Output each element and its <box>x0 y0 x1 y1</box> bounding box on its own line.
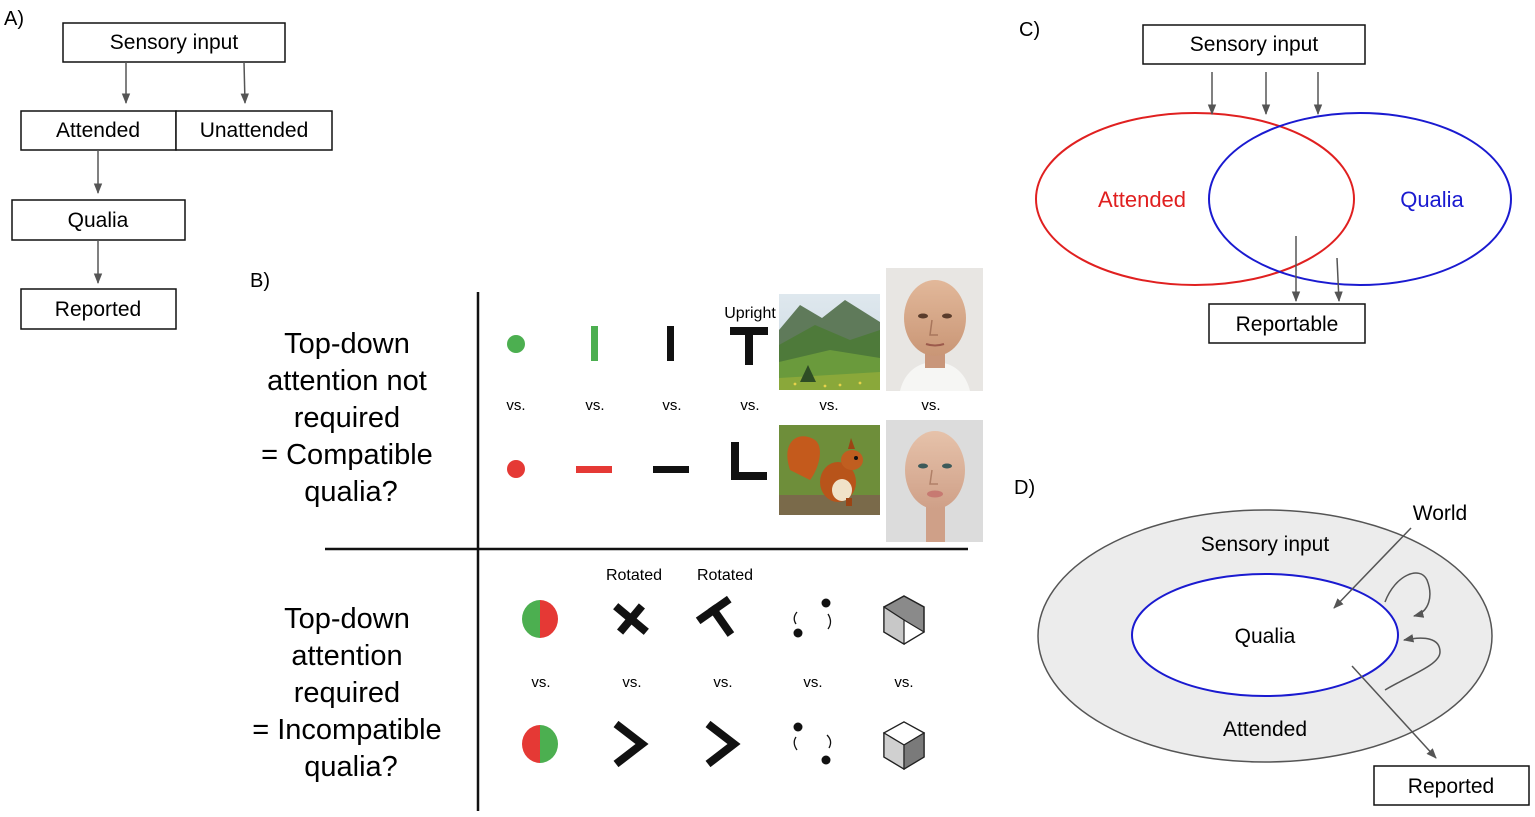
panel-c-label: C) <box>1019 19 1040 41</box>
letter-t <box>730 327 768 365</box>
b-incompatible-question: Top-down attention required = Incompatib… <box>252 603 449 783</box>
c-sensory-input-box <box>1142 24 1366 65</box>
a-attended-text: Attended <box>56 119 140 142</box>
red-horizontal-bar <box>576 466 612 473</box>
c-arrow-qualia-reportable <box>1334 257 1343 303</box>
c-reportable-box <box>1208 303 1366 344</box>
apparent-motion-dots <box>793 598 832 638</box>
d-qualia-ellipse <box>1131 573 1399 697</box>
split-disc-red-green <box>522 725 558 763</box>
letter-l <box>731 442 767 480</box>
a-unattended-box <box>175 110 333 151</box>
necker-cube-view-2 <box>882 721 926 771</box>
black-vertical-bar <box>667 326 674 361</box>
d-reported-text: Reported <box>1408 775 1494 798</box>
female-face-photo <box>886 420 983 542</box>
c-qualia-ellipse <box>1208 112 1512 286</box>
a-attended-box <box>20 110 177 151</box>
a-qualia-box <box>11 199 186 241</box>
b-compatible-question: Top-down attention not required = Compat… <box>261 328 441 508</box>
necker-cube-view-1 <box>882 595 926 646</box>
vs-label: vs. <box>506 397 525 414</box>
d-loop-arrow-lower <box>1384 634 1441 691</box>
a-sensory-input-box <box>62 22 286 63</box>
c-attended-ellipse <box>1035 112 1355 286</box>
green-vertical-bar <box>591 326 598 361</box>
rotated-label: Rotated <box>697 567 753 584</box>
panel-c: C) Sensory input Attended Qualia Reporta… <box>1019 19 1512 344</box>
vs-label: vs. <box>819 397 838 414</box>
a-qualia-text: Qualia <box>68 209 129 232</box>
rotated-label: Rotated <box>606 567 662 584</box>
panel-b: B) Top-down attention not required = Com… <box>250 268 983 811</box>
panel-d-label: D) <box>1014 477 1035 499</box>
chevron <box>613 720 649 768</box>
panel-a: A) Sensory input Attended Unattended Qua… <box>4 8 333 330</box>
vs-label: vs. <box>622 674 641 691</box>
d-reported-box <box>1373 765 1530 806</box>
vs-label: vs. <box>713 674 732 691</box>
c-reportable-text: Reportable <box>1236 313 1339 336</box>
apparent-motion-dots <box>793 722 832 765</box>
vs-label: vs. <box>585 397 604 414</box>
chevron <box>705 720 741 768</box>
green-dot <box>507 335 525 353</box>
vs-label: vs. <box>740 397 759 414</box>
a-arrow-input-unattended <box>240 61 249 105</box>
upright-label: Upright <box>724 305 776 322</box>
mountain-landscape-photo <box>779 294 880 390</box>
split-disc-green-red <box>522 600 558 638</box>
vs-label: vs. <box>531 674 550 691</box>
d-sensory-input-text: Sensory input <box>1201 533 1330 556</box>
d-arrow-world-qualia <box>1333 527 1412 609</box>
a-reported-text: Reported <box>55 298 141 321</box>
d-world-text: World <box>1413 502 1467 525</box>
rotated-cross <box>613 603 649 635</box>
d-arrow-qualia-reported <box>1351 665 1437 759</box>
vs-label: vs. <box>662 397 681 414</box>
panel-b-label: B) <box>250 270 270 292</box>
panel-d: D) World Sensory input Qualia Attended R… <box>1014 477 1530 806</box>
a-unattended-text: Unattended <box>200 119 309 142</box>
squirrel-photo <box>779 425 880 515</box>
panel-a-label: A) <box>4 8 24 30</box>
d-qualia-text: Qualia <box>1235 625 1296 648</box>
vs-label: vs. <box>921 397 940 414</box>
c-qualia-text: Qualia <box>1400 187 1464 212</box>
vs-label: vs. <box>894 674 913 691</box>
black-horizontal-bar <box>653 466 689 473</box>
rotated-t <box>695 595 735 637</box>
vs-label: vs. <box>803 674 822 691</box>
d-attended-text: Attended <box>1223 718 1307 741</box>
d-loop-arrow-upper <box>1384 572 1431 618</box>
c-attended-text: Attended <box>1098 187 1186 212</box>
male-face-photo <box>886 268 983 391</box>
c-sensory-input-text: Sensory input <box>1190 33 1319 56</box>
a-reported-box <box>20 288 177 330</box>
red-dot <box>507 460 525 478</box>
a-sensory-input-text: Sensory input <box>110 31 239 54</box>
